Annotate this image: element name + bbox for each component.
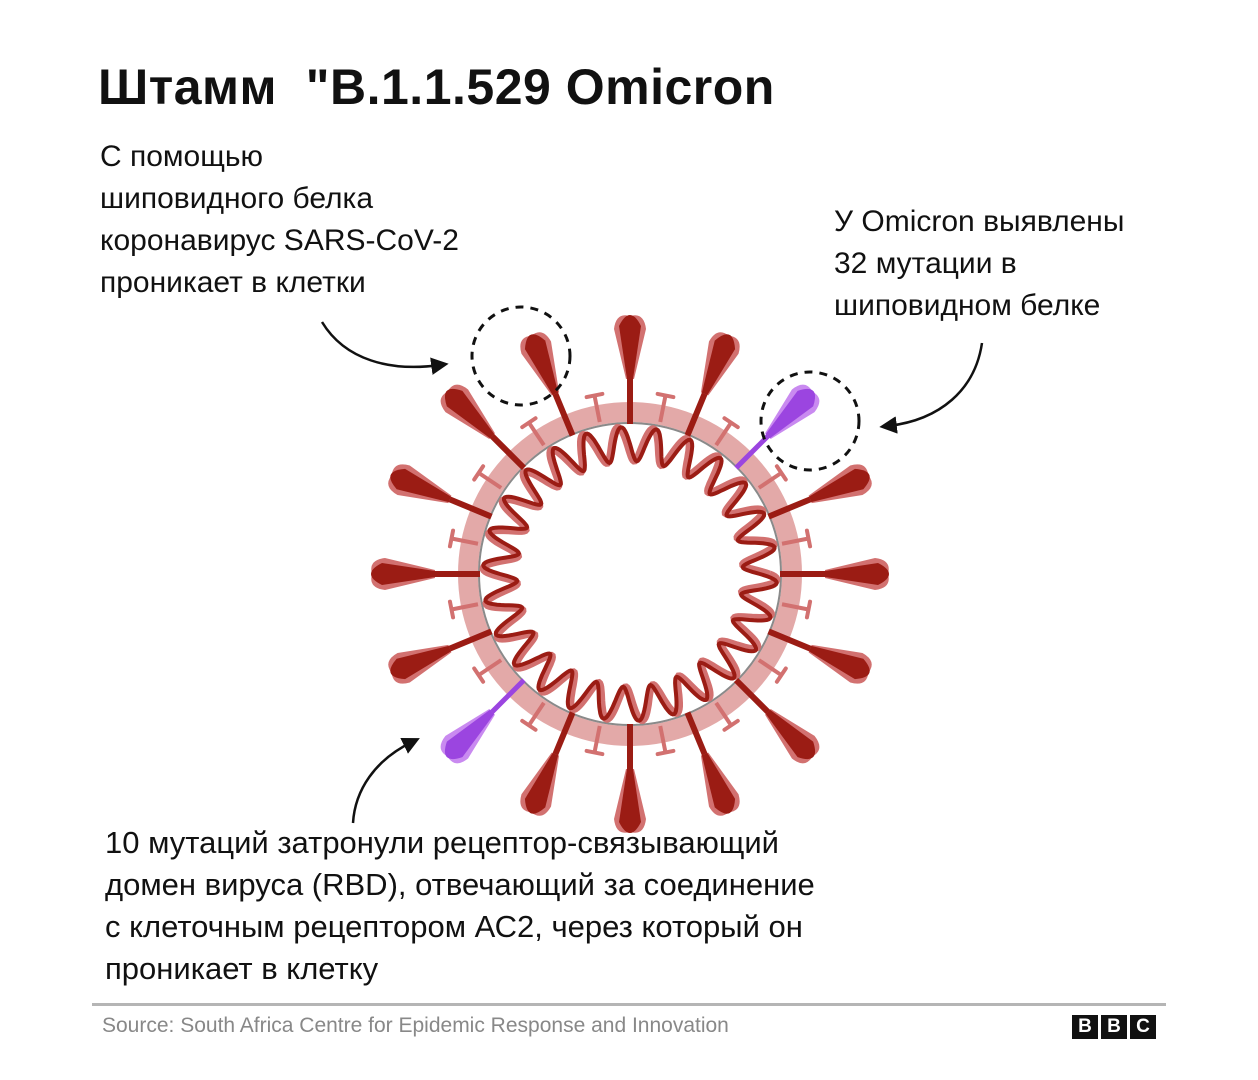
mutated-spike-protein — [734, 384, 820, 470]
membrane-protein-cap — [520, 718, 538, 732]
note-line: С помощью — [100, 140, 264, 173]
membrane-protein-cap — [447, 599, 456, 620]
membrane-protein-cap — [472, 666, 486, 684]
spike-protein — [733, 677, 820, 764]
membrane-protein — [451, 602, 479, 612]
membrane-protein — [592, 395, 602, 423]
membrane-protein-cap — [804, 528, 813, 549]
spike-protein — [614, 315, 646, 424]
bbc-logo: B B C — [1072, 1015, 1156, 1039]
spike-protein — [684, 711, 740, 816]
source-credit: Source: South Africa Centre for Epidemic… — [102, 1014, 729, 1037]
spike-protein — [388, 464, 493, 520]
membrane-protein-cap — [722, 718, 740, 732]
membrane-protein — [714, 701, 733, 727]
membrane-protein-cap — [655, 391, 676, 400]
arrow-to-spike — [320, 321, 449, 375]
spike-protein — [614, 724, 646, 833]
spike-protein — [520, 711, 576, 816]
membrane-protein-cap — [584, 748, 605, 757]
dashed-highlight-normal-spike — [470, 305, 572, 407]
arrow-to-mutated-spike — [879, 342, 984, 434]
membrane-protein-cap — [584, 391, 605, 400]
membrane-protein-cap — [520, 416, 538, 430]
spike-protein — [371, 558, 480, 590]
spike-protein — [440, 384, 527, 471]
membrane-protein-cap — [472, 464, 486, 482]
spike-protein — [520, 332, 576, 437]
note-line: 32 мутации в — [834, 247, 1017, 280]
footer-divider — [92, 1003, 1166, 1006]
mutations-note: У Omicron выявлены 32 мутации в шиповидн… — [834, 201, 1124, 327]
dashed-highlight-mutated-spike — [759, 370, 861, 472]
membrane-protein — [477, 471, 503, 490]
note-line: шиповидном белке — [834, 289, 1101, 322]
membrane-protein — [757, 471, 783, 490]
membrane-protein — [658, 395, 668, 423]
membrane-protein-cap — [655, 748, 676, 757]
note-line: проникает в клетку — [105, 951, 379, 986]
note-line: 10 мутаций затронули рецептор-связывающи… — [105, 825, 779, 860]
spike-protein — [767, 464, 872, 520]
membrane-protein — [592, 725, 602, 753]
note-line: коронавирус SARS-CoV-2 — [100, 224, 459, 257]
arrow-to-rbd — [351, 737, 420, 824]
membrane-protein — [658, 725, 668, 753]
note-line: шиповидного белка — [100, 182, 374, 215]
membrane-protein-cap — [774, 464, 788, 482]
membrane-protein — [451, 536, 479, 546]
mutated-spike-protein — [440, 678, 526, 764]
note-line: домен вируса (RBD), отвечающий за соедин… — [105, 867, 815, 902]
membrane-protein-cap — [722, 416, 740, 430]
spike-protein — [767, 628, 872, 684]
membrane-protein — [714, 421, 733, 447]
membrane-protein-cap — [774, 666, 788, 684]
logo-letter: C — [1130, 1015, 1156, 1039]
membrane-protein — [781, 602, 809, 612]
coronavirus-illustration — [371, 315, 889, 833]
note-line: проникает в клетки — [100, 266, 366, 299]
spike-protein — [684, 332, 740, 437]
rbd-note: 10 мутаций затронули рецептор-связывающи… — [105, 822, 815, 990]
spike-protein-note: С помощью шиповидного белка коронавирус … — [100, 136, 459, 304]
membrane-protein — [527, 701, 546, 727]
page-title: Штамм "B.1.1.529 Omicron — [98, 59, 775, 115]
membrane-protein — [477, 658, 503, 677]
note-line: У Omicron выявлены — [834, 205, 1125, 238]
rna-coil — [481, 425, 779, 723]
membrane-protein-cap — [804, 599, 813, 620]
logo-letter: B — [1072, 1015, 1098, 1039]
spike-protein — [780, 558, 889, 590]
membrane-inner-line — [478, 422, 782, 726]
spike-protein — [388, 628, 493, 684]
membrane-protein — [757, 658, 783, 677]
membrane-protein — [527, 421, 546, 447]
logo-letter: B — [1101, 1015, 1127, 1039]
membrane-protein — [781, 536, 809, 546]
note-line: с клеточным рецептором АС2, через которы… — [105, 909, 803, 944]
membrane-protein-cap — [447, 528, 456, 549]
